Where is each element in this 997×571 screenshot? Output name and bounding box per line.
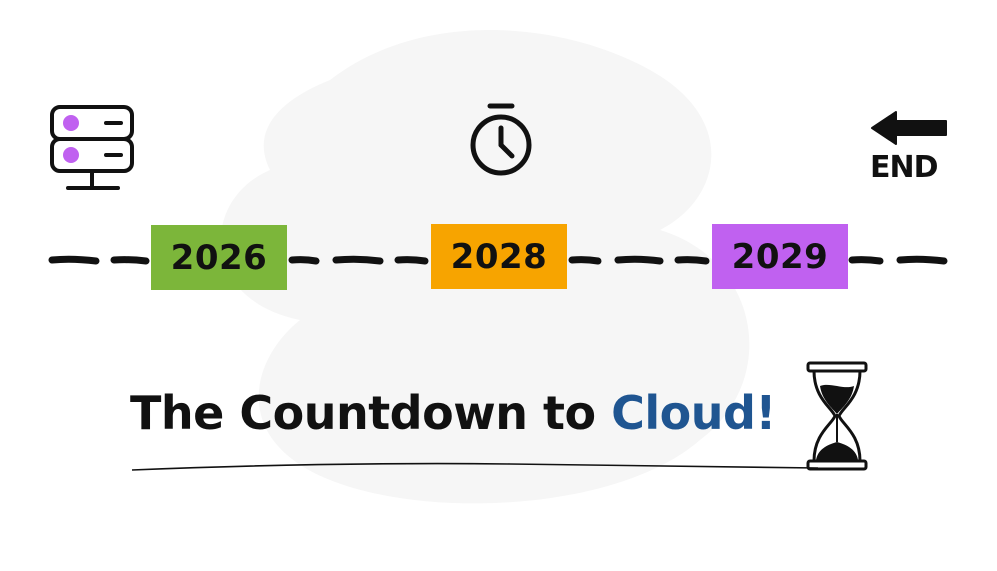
title-text: The Countdown to: [130, 386, 612, 440]
end-label: END: [870, 150, 939, 185]
year-box-2029: 2029: [712, 224, 848, 289]
server-icon: [50, 105, 134, 190]
left-arrow-icon: [871, 111, 947, 145]
hourglass-icon: [806, 361, 868, 471]
year-label: 2028: [450, 236, 548, 277]
page-title: The Countdown to Cloud!: [130, 386, 776, 440]
year-label: 2026: [170, 237, 268, 278]
year-box-2026: 2026: [151, 225, 287, 290]
title-underline: [131, 462, 819, 471]
year-label: 2029: [731, 236, 829, 277]
year-box-2028: 2028: [431, 224, 567, 289]
stopwatch-icon: [470, 103, 532, 176]
title-accent: Cloud!: [611, 386, 776, 440]
